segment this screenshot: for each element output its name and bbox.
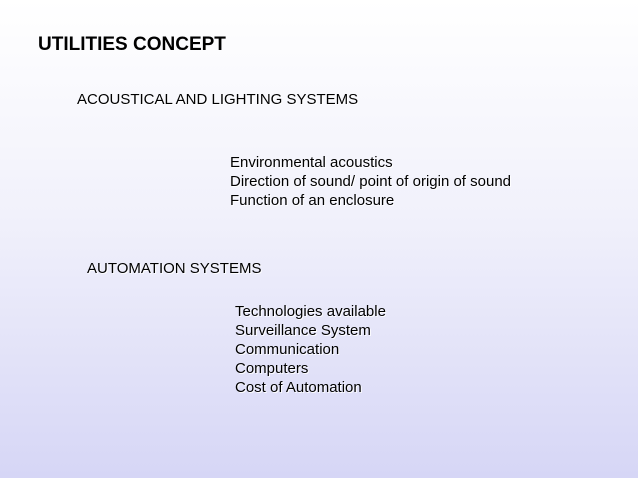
- list-item-technologies-available: Technologies available: [235, 303, 386, 320]
- list-item-surveillance-system: Surveillance System: [235, 322, 371, 339]
- list-item-environmental-acoustics: Environmental acoustics: [230, 154, 393, 171]
- list-item-communication: Communication: [235, 341, 340, 358]
- list-item-direction-of-sound: Direction of sound/ point of origin of s…: [230, 173, 512, 190]
- list-item-computers: Computers: [235, 360, 309, 377]
- section-heading-acoustical-lighting: ACOUSTICAL AND LIGHTING SYSTEMS: [77, 91, 359, 108]
- acoustical-lighting-list: Environmental acoustics Direction of sou…: [230, 153, 511, 210]
- automation-list: Technologies available Surveillance Syst…: [235, 302, 386, 397]
- section-heading-automation: AUTOMATION SYSTEMS: [87, 260, 262, 277]
- slide-title: UTILITIES CONCEPT: [38, 34, 226, 55]
- list-item-function-of-enclosure: Function of an enclosure: [230, 192, 395, 209]
- list-item-cost-of-automation: Cost of Automation: [235, 379, 362, 396]
